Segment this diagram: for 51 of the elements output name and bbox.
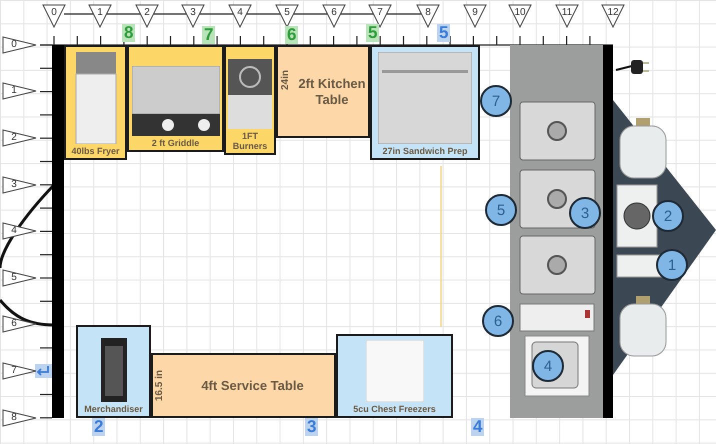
section-number: 4 (471, 418, 484, 436)
callout-number: 6 (482, 305, 514, 337)
equipment-box (370, 45, 480, 160)
ruler-number: 7 (10, 365, 18, 376)
ruler-number: 3 (189, 7, 197, 18)
ruler-number: 1 (96, 7, 104, 18)
ruler-number: 5 (283, 7, 291, 18)
ruler-number: 1 (10, 85, 18, 96)
equipment-box (64, 45, 127, 160)
equipment-label: 2ft Kitchen Table (298, 76, 366, 108)
table-block (276, 45, 370, 138)
ruler-number: 9 (471, 7, 479, 18)
equipment-label: 5cu Chest Freezers (353, 404, 436, 414)
equipment-box (336, 334, 453, 418)
section-number: 5 (437, 24, 450, 42)
dimension-label: 24in (280, 70, 291, 90)
equipment-label: Merchandiser (84, 404, 143, 414)
callout-number: 7 (480, 85, 512, 117)
ruler-number: 8 (424, 7, 432, 18)
equipment-box (76, 325, 151, 418)
section-number: 2 (92, 418, 106, 436)
ruler-number: 8 (10, 412, 18, 423)
ruler-number: 2 (10, 132, 18, 143)
section-number: 8 (122, 24, 136, 42)
ruler-number: 11 (560, 7, 574, 18)
equipment-label: 27in Sandwich Prep (382, 146, 468, 156)
ruler-number: 0 (50, 7, 58, 18)
ruler-number: 4 (10, 225, 18, 236)
dimension-label: 16.5 in (154, 370, 165, 402)
equipment-box (224, 45, 276, 155)
table-block (151, 353, 336, 418)
equipment-label: 2 ft Griddle (152, 138, 200, 148)
ruler-number: 4 (236, 7, 244, 18)
ruler-number: 12 (606, 7, 620, 18)
equipment-label: 40lbs Fryer (71, 146, 120, 156)
ruler-number: 0 (10, 39, 18, 50)
section-number: 3 (305, 418, 318, 436)
equipment-label: 1FT Burners (232, 131, 268, 151)
ruler-number: 2 (143, 7, 151, 18)
equipment-label: 4ft Service Table (201, 378, 304, 394)
section-number: 6 (285, 26, 298, 44)
ruler-number: 5 (10, 272, 18, 283)
section-number: 7 (202, 26, 216, 44)
section-number: 5 (366, 24, 380, 42)
equipment-box (127, 45, 224, 152)
ruler-number: 7 (376, 7, 384, 18)
ruler-number: 6 (10, 318, 18, 329)
callout-number: 5 (485, 194, 517, 226)
ruler-number: 3 (10, 179, 18, 190)
ruler-number: 10 (513, 7, 527, 18)
ruler-number: 6 (330, 7, 338, 18)
